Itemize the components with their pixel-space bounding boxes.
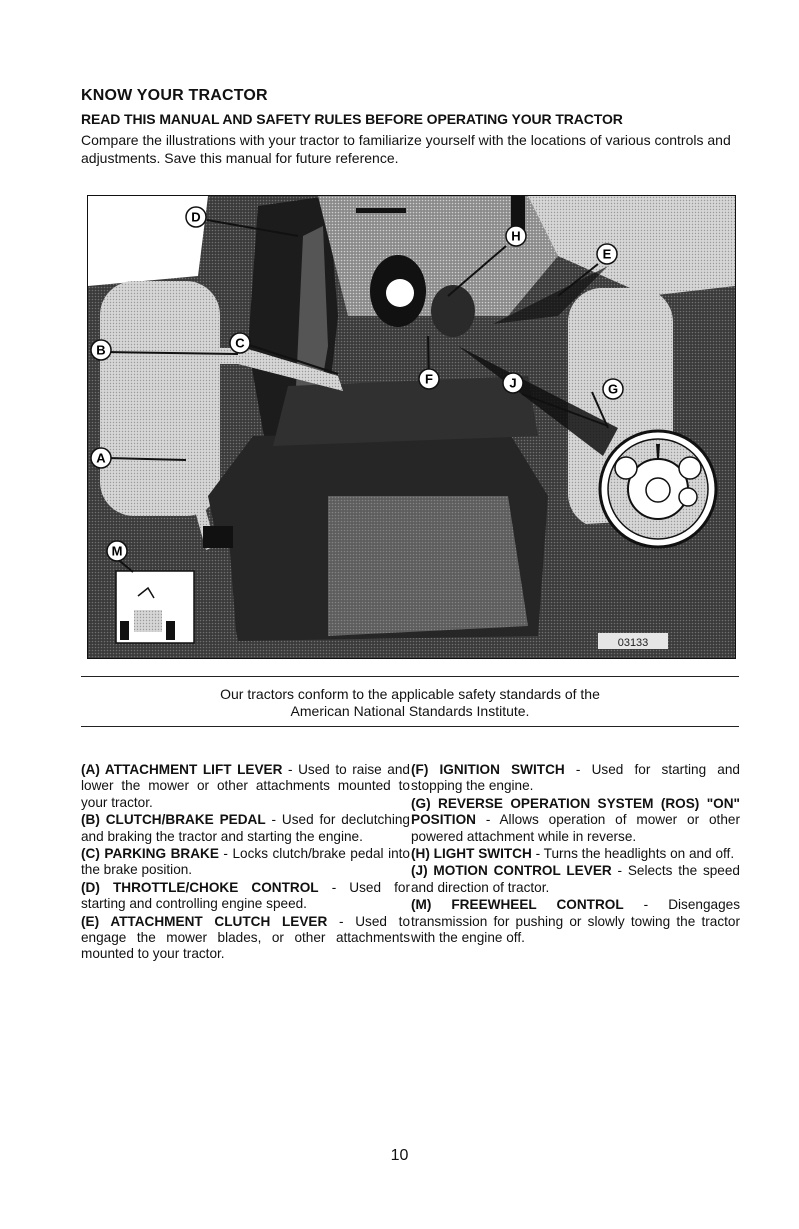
caption-top-rule — [81, 676, 739, 677]
callout-d-letter: D — [191, 210, 200, 225]
control-item-j: (J) MOTION CONTROL LEVER - Selects the s… — [411, 863, 740, 896]
control-item-a: (A) ATTACHMENT LIFT LEVER - Used to rais… — [81, 762, 410, 811]
figure-code: 03133 — [618, 637, 649, 649]
tractor-photo-drawing: D H E B C — [88, 196, 735, 658]
clutch-brake-pedal — [128, 348, 248, 364]
control-desc-h: - Turns the headlights on and off. — [531, 846, 735, 862]
safety-subtitle: READ THIS MANUAL AND SAFETY RULES BEFORE… — [81, 111, 623, 127]
control-item-f: (F) IGNITION SWITCH - Used for starting … — [411, 762, 740, 795]
callout-a: A — [90, 447, 112, 469]
control-desc-b: - Used for declutching and braking the t… — [81, 812, 410, 844]
ignition-position-icon — [678, 487, 698, 507]
control-desc-f: - Used for starting and stopping the eng… — [411, 762, 740, 794]
freewheel-inset-shape — [120, 621, 129, 640]
callout-j-letter: J — [509, 376, 516, 391]
controls-column-right: (F) IGNITION SWITCH - Used for starting … — [411, 762, 740, 947]
floor-right — [538, 516, 735, 658]
figure-code-backdrop — [598, 633, 668, 649]
control-item-d: (D) THROTTLE/CHOKE CONTROL - Used for st… — [81, 880, 410, 913]
callout-h-letter: H — [511, 229, 520, 244]
page-number: 10 — [390, 1147, 409, 1164]
left-wheel — [100, 281, 220, 516]
control-item-g: (G) REVERSE OPERATION SYSTEM (ROS) "ON" … — [411, 796, 740, 845]
callout-j: J — [502, 372, 524, 394]
caption-line-2: American National Standards Institute. — [290, 703, 530, 719]
callout-g-letter: G — [608, 382, 618, 397]
caption-line-1: Our tractors conform to the applicable s… — [220, 686, 600, 702]
attachment-lift-lever — [178, 448, 216, 550]
control-label-j: (J) MOTION CONTROL LEVER — [411, 863, 612, 879]
control-desc-c: - Locks clutch/brake pedal into the brak… — [81, 846, 410, 878]
seat-back — [273, 376, 538, 446]
background-area — [518, 196, 735, 296]
ignition-detail-pointer — [458, 346, 618, 456]
freewheel-inset-shape — [166, 621, 175, 640]
control-desc-e: - Used to engage the mower blades, or ot… — [81, 913, 410, 962]
throttle-knob — [431, 285, 475, 337]
ignition-switch-keyhole — [645, 477, 671, 503]
intro-paragraph: Compare the illustrations with your trac… — [81, 132, 731, 166]
ignition-key-hole — [386, 279, 414, 307]
control-label-h: (H) LIGHT SWITCH — [411, 846, 532, 862]
callout-f: F — [418, 368, 440, 390]
callout-c-letter: C — [235, 336, 245, 351]
seat-highlight — [328, 496, 528, 636]
control-desc-m: - Disengages transmission for pushing or… — [411, 897, 741, 946]
callout-c: C — [229, 332, 251, 354]
control-label-f: (F) IGNITION SWITCH — [411, 762, 565, 777]
background-area — [88, 196, 208, 286]
control-label-c: (C) PARKING BRAKE — [81, 846, 219, 862]
control-item-h: (H) LIGHT SWITCH - Turns the headlights … — [411, 846, 740, 862]
callout-m: M — [106, 540, 128, 562]
parking-brake-rod — [238, 346, 343, 391]
tractor-controls-illustration: D H E B C — [87, 195, 736, 659]
ignition-position-mark — [656, 444, 660, 458]
control-label-b: (B) CLUTCH/BRAKE PEDAL — [81, 812, 266, 828]
ignition-position-icon — [614, 456, 638, 480]
control-item-m: (M) FREEWHEEL CONTROL - Disengages trans… — [411, 897, 740, 946]
freewheel-inset-arrow — [137, 586, 155, 599]
control-label-e: (E) ATTACHMENT CLUTCH LEVER — [81, 913, 328, 929]
callout-a-letter: A — [96, 451, 106, 466]
callout-b: B — [90, 339, 112, 361]
freewheel-inset-shape — [134, 610, 162, 632]
control-desc-a: - Used to raise and lower the mower or o… — [81, 762, 410, 810]
control-label-a: (A) ATTACHMENT LIFT LEVER — [81, 762, 283, 777]
control-label-m: (M) FREEWHEEL CONTROL — [411, 897, 624, 913]
ignition-position-icon — [678, 456, 702, 480]
callout-h: H — [505, 225, 527, 247]
callout-b-letter: B — [96, 343, 105, 358]
callout-e: E — [596, 243, 618, 265]
control-desc-d: - Used for starting and controlling engi… — [81, 879, 410, 912]
callout-f-letter: F — [425, 372, 433, 387]
control-desc-j: - Selects the speed and direction of tra… — [411, 863, 740, 895]
control-item-e: (E) ATTACHMENT CLUTCH LEVER - Used to en… — [81, 914, 410, 963]
callout-d: D — [185, 206, 207, 228]
callout-e-letter: E — [603, 247, 612, 262]
attachment-clutch-pointer — [493, 266, 608, 324]
page-title: KNOW YOUR TRACTOR — [81, 87, 268, 104]
caption-bottom-rule — [81, 726, 739, 727]
dash-slot — [356, 208, 406, 213]
callout-g: G — [602, 378, 624, 400]
control-item-c: (C) PARKING BRAKE - Locks clutch/brake p… — [81, 846, 410, 879]
callout-m-letter: M — [112, 544, 123, 559]
control-item-b: (B) CLUTCH/BRAKE PEDAL - Used for declut… — [81, 812, 410, 845]
control-desc-g: - Allows operation of mower or other pow… — [411, 812, 740, 844]
controls-column-left: (A) ATTACHMENT LIFT LEVER - Used to rais… — [81, 762, 410, 964]
control-label-d: (D) THROTTLE/CHOKE CONTROL — [81, 879, 319, 895]
control-label-g: (G) REVERSE OPERATION SYSTEM (ROS) "ON" … — [411, 795, 740, 828]
caption: Our tractors conform to the applicable s… — [81, 686, 739, 720]
freewheel-control — [203, 526, 233, 548]
